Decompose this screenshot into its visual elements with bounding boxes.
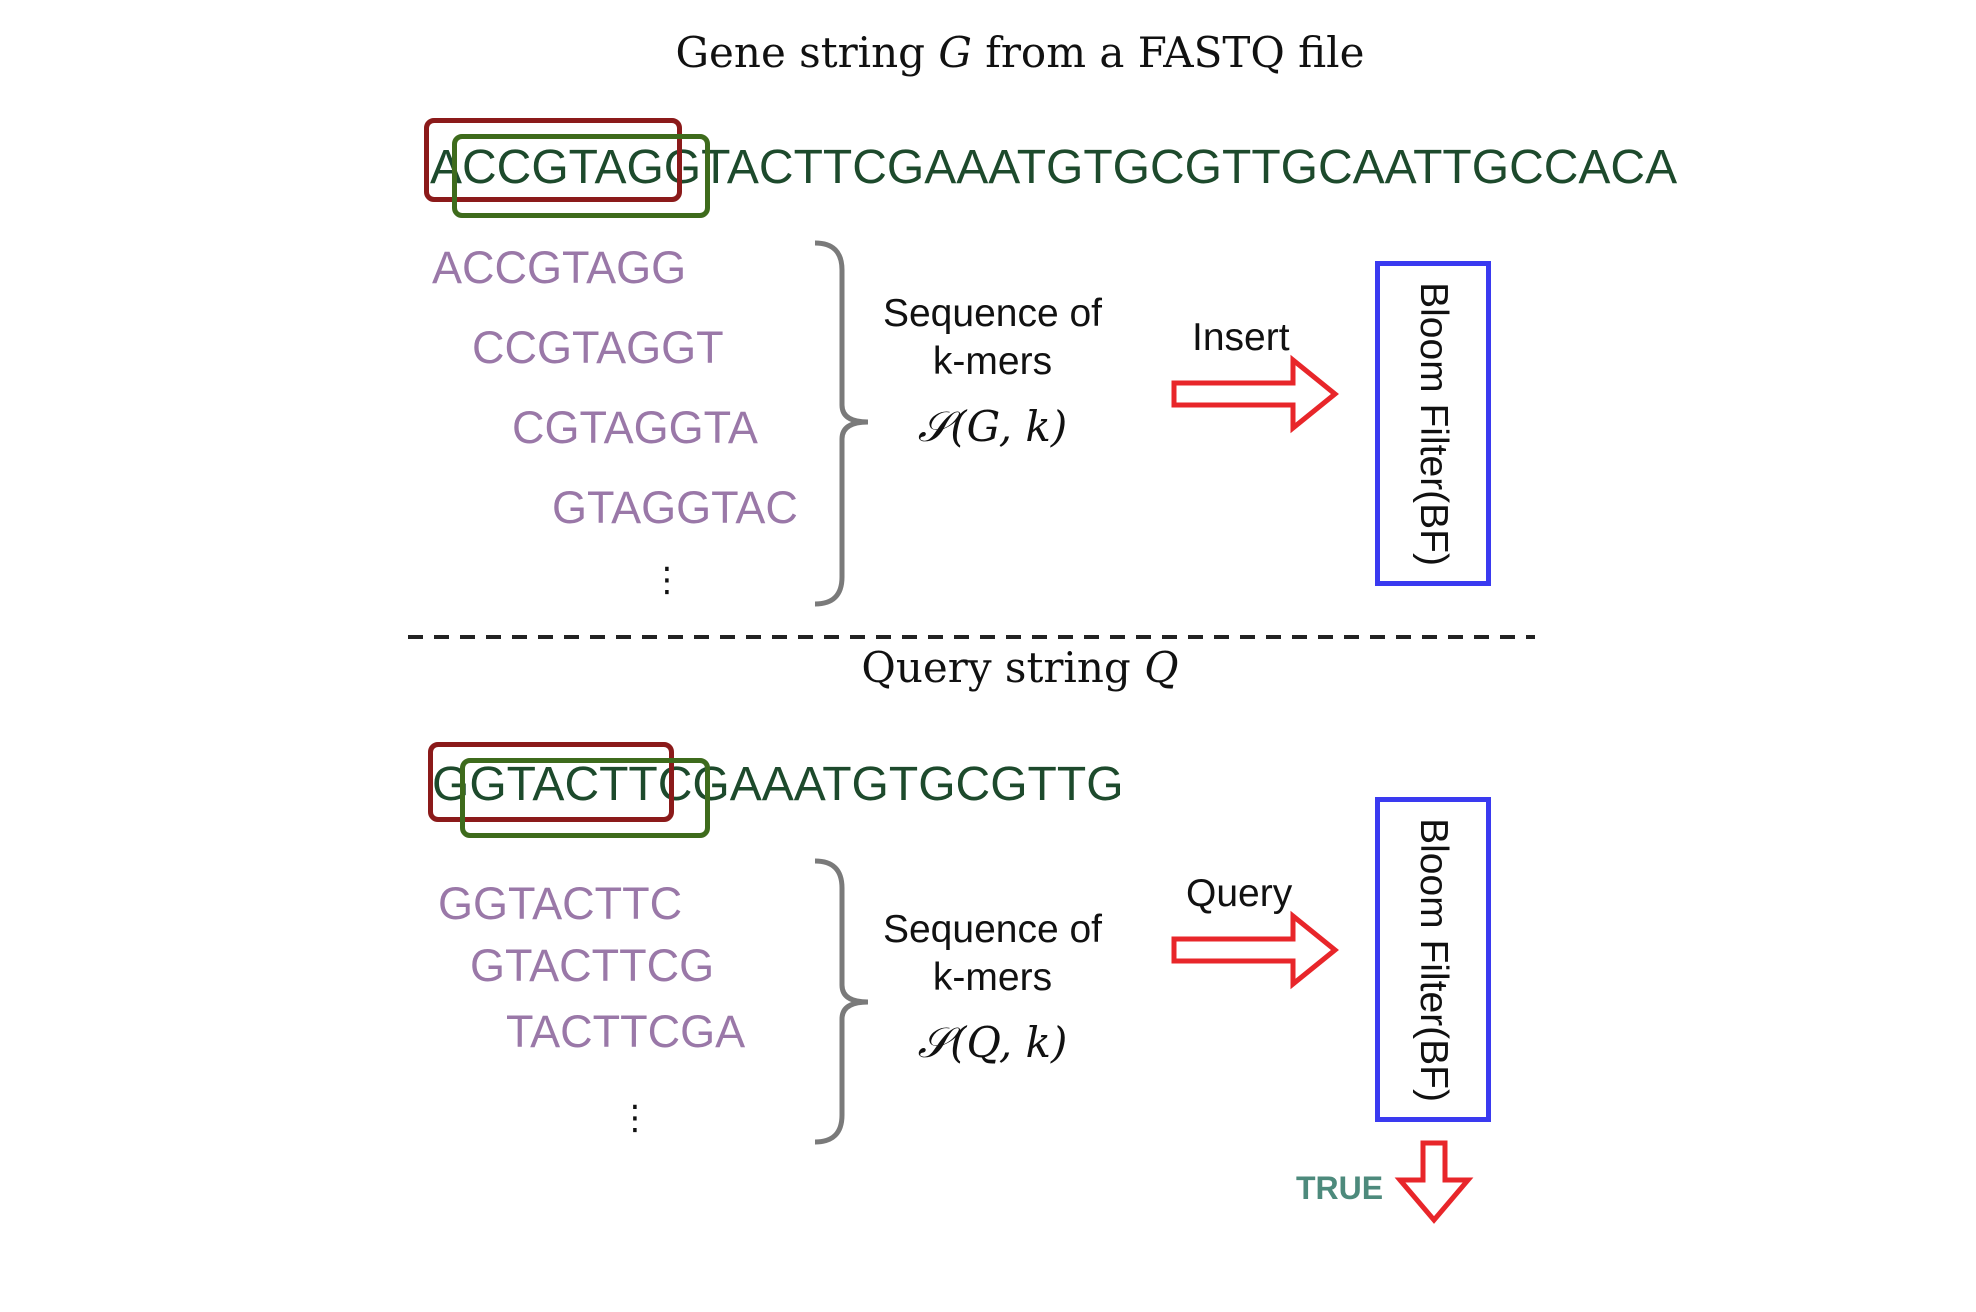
query-label: Query [1186,872,1293,915]
bottom-kmer-ellipsis: ⋮ [618,1099,652,1137]
bottom-kmer-label-line1: Sequence of [882,908,1102,951]
top-kmer-label-line2: k-mers [932,340,1053,383]
top-kmer-label: Sequence of k-mers [870,290,1115,386]
top-kmer-3: CGTAGGTA [512,402,758,453]
top-kmer-1: ACCGTAGG [432,242,687,293]
top-kmer-label-line1: Sequence of [882,292,1102,335]
bottom-window-second-kmer [460,758,710,838]
bottom-kmer-3: TACTTCGA [506,1006,746,1057]
query-arrow [1171,910,1339,990]
top-title-prefix: Gene string [675,28,939,77]
top-window-second-kmer [452,134,710,218]
top-title-suffix: from a FASTQ file [971,28,1365,77]
bottom-kmer-set-notation: 𝒮(Q, k) [917,1018,1068,1067]
result-arrow [1394,1140,1474,1224]
bottom-title: Query string Q [0,643,1976,692]
query-result: TRUE [1296,1170,1384,1206]
bottom-brace [814,858,869,1145]
top-title: Gene string G from a FASTQ file [0,28,1976,77]
top-window-first-kmer [424,118,682,202]
top-brace [814,240,869,607]
top-kmer-4: GTAGGTAC [552,482,798,533]
bottom-title-variable: Q [1144,643,1179,692]
bottom-bloom-filter: Bloom Filter(BF) [1375,797,1491,1122]
bottom-bloom-filter-label: Bloom Filter(BF) [1412,817,1455,1102]
top-title-variable: G [938,28,972,77]
gene-sequence: ACCGTAGGTACTTCGAAATGTGCGTTGCAATTGCCACA [430,141,1678,194]
bottom-window-first-kmer [428,742,674,822]
bottom-kmer-2: GTACTTCG [470,940,715,991]
bottom-kmer-1: GGTACTTC [438,878,683,929]
bottom-kmer-label: Sequence of k-mers [870,906,1115,1002]
top-kmer-ellipsis: ⋮ [650,561,684,599]
insert-arrow [1171,354,1339,434]
top-bloom-filter-label: Bloom Filter(BF) [1412,281,1455,566]
query-sequence: GGTACTTCGAAATGTGCGTTG [432,758,1124,811]
top-kmer-2: CCGTAGGT [472,322,724,373]
bottom-title-prefix: Query string [861,643,1145,692]
top-bloom-filter: Bloom Filter(BF) [1375,261,1491,586]
insert-label: Insert [1192,316,1290,359]
top-kmer-set-notation: 𝒮(G, k) [917,402,1068,451]
bottom-kmer-label-line2: k-mers [932,956,1053,999]
